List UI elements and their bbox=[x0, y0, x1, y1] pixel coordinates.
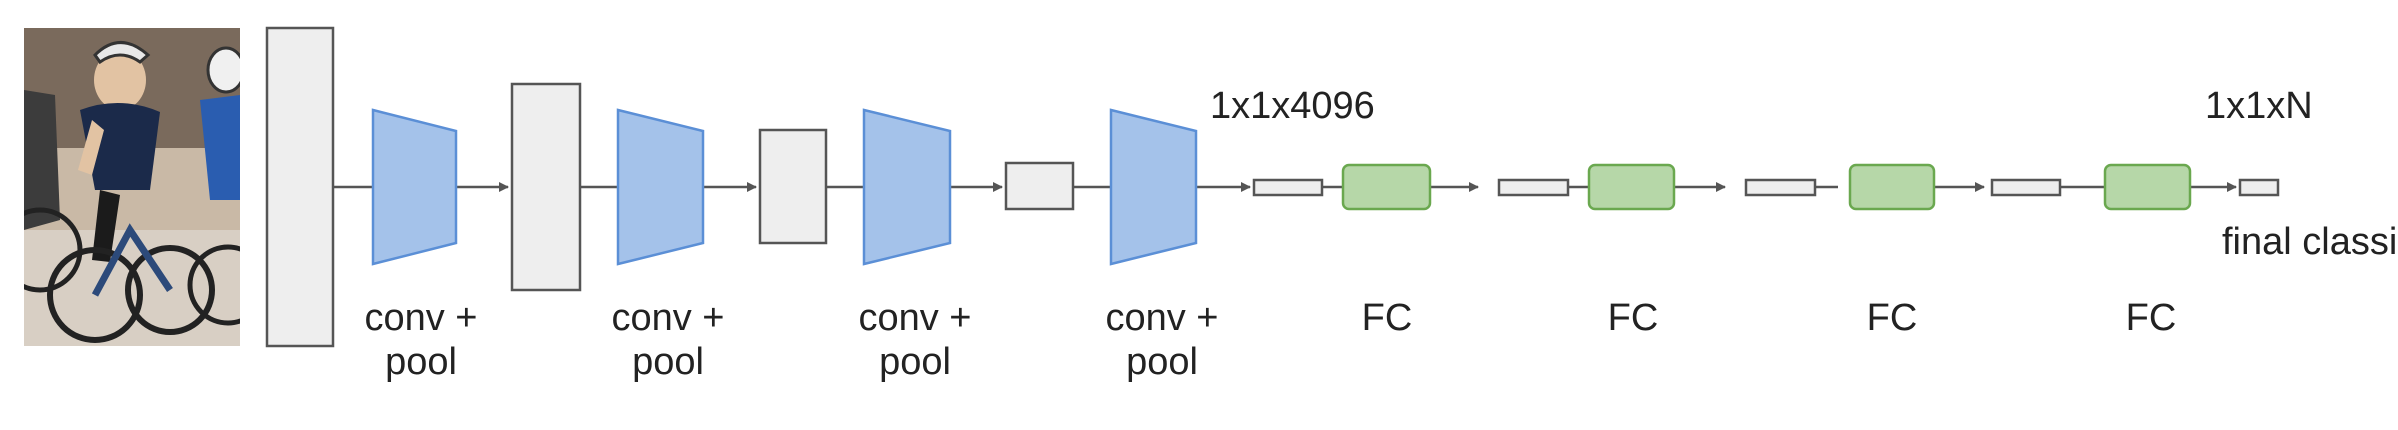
conv-label-3-line1: conv + bbox=[858, 297, 971, 339]
output-vector-bar bbox=[2238, 178, 2280, 197]
feature-map-block-2 bbox=[510, 82, 582, 292]
conv-label-2-line1: conv + bbox=[611, 297, 724, 339]
conv-label-1-line1: conv + bbox=[364, 297, 477, 339]
feature-map-block-4 bbox=[1004, 161, 1075, 211]
conv-label-1-line2: pool bbox=[385, 341, 457, 383]
feature-map-block-3 bbox=[758, 128, 828, 245]
fc-label-3: FC bbox=[1867, 297, 1918, 339]
vector-bar-3 bbox=[1744, 178, 1817, 197]
conv-pool-layer-2 bbox=[616, 108, 705, 266]
conv-label-3-line2: pool bbox=[879, 341, 951, 383]
fc-layer-1 bbox=[1341, 163, 1432, 211]
conv-label-4-line2: pool bbox=[1126, 341, 1198, 383]
conv-pool-layer-3 bbox=[862, 108, 952, 266]
fc-input-dim-label: 1x1x4096 bbox=[1210, 85, 1375, 127]
fc-label-1: FC bbox=[1362, 297, 1413, 339]
vector-bar-1 bbox=[1252, 178, 1324, 197]
fc-label-2: FC bbox=[1608, 297, 1659, 339]
fc-label-4: FC bbox=[2126, 297, 2177, 339]
conv-pool-layer-4 bbox=[1109, 108, 1198, 266]
vector-bar-4 bbox=[1990, 178, 2062, 197]
conv-label-2-line2: pool bbox=[632, 341, 704, 383]
vector-bar-2 bbox=[1497, 178, 1570, 197]
conv-label-4-line1: conv + bbox=[1105, 297, 1218, 339]
fc-layer-2 bbox=[1587, 163, 1676, 211]
input-image bbox=[24, 28, 240, 346]
output-dim-label: 1x1xN bbox=[2205, 85, 2313, 127]
fc-layer-4 bbox=[2103, 163, 2192, 211]
final-classification-label: final classi bbox=[2222, 221, 2397, 263]
conv-pool-layer-1 bbox=[371, 108, 458, 266]
fc-layer-3 bbox=[1848, 163, 1936, 211]
feature-map-block-1 bbox=[265, 26, 335, 348]
